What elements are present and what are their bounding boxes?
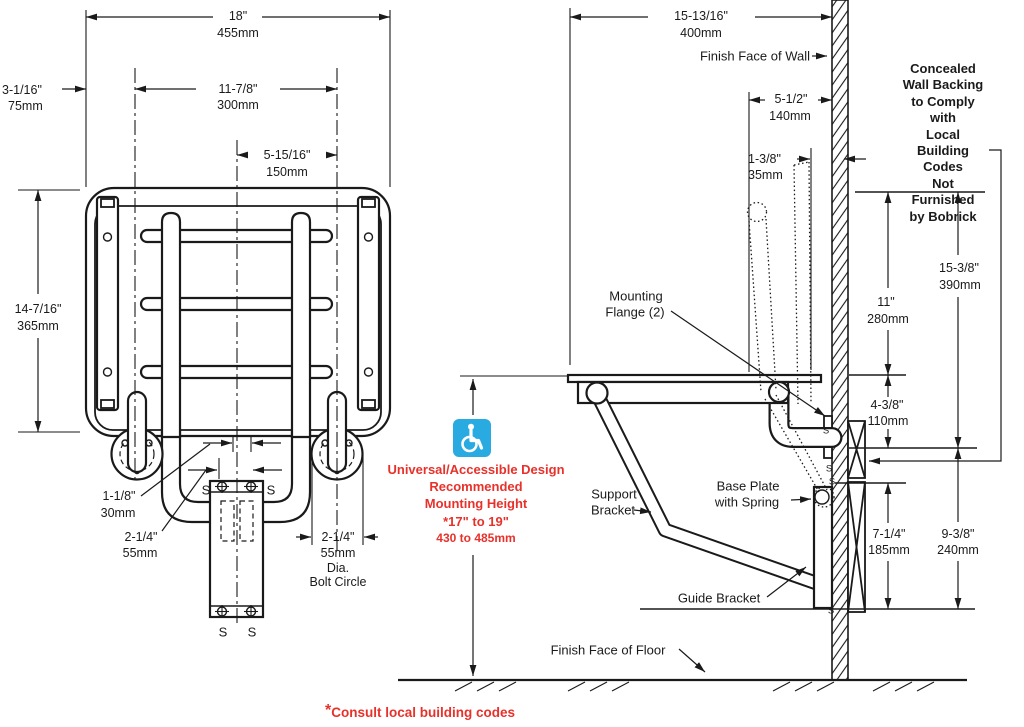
frame-tube xyxy=(290,211,312,439)
seat-frame-inner xyxy=(94,205,382,431)
mounting-flange-label: Flange (2) xyxy=(605,304,665,320)
dim-438-mm: 110mm xyxy=(867,413,909,428)
support-bracket-label: Support xyxy=(591,486,637,502)
dim-depth-inches: 15-13/16" xyxy=(674,8,728,23)
floor-hatch xyxy=(454,681,935,692)
leg-tube xyxy=(126,390,148,474)
dim-11-inches: 11" xyxy=(877,294,895,309)
frame-tube xyxy=(160,211,182,439)
dim-11-mm: 280mm xyxy=(867,311,909,326)
side-rail-left xyxy=(95,195,120,412)
accessible-note-line: 430 to 485mm xyxy=(436,530,516,545)
dim-half-span-inches: 5-15/16" xyxy=(263,147,311,162)
seat-profile-frame xyxy=(576,380,790,405)
dim-height-mm: 365mm xyxy=(17,318,59,333)
backing-note-line: by Bobrick xyxy=(909,208,977,224)
dim-bolt-circle: Bolt Circle xyxy=(309,574,367,589)
dim-bolt-dia: Dia. xyxy=(326,560,350,575)
finish-face-of-floor-label: Finish Face of Floor xyxy=(550,642,666,658)
dim-bolt-inches: 2-1/4" xyxy=(321,529,355,544)
dim-714-mm: 185mm xyxy=(868,542,910,557)
dim-bolt-mm: 55mm xyxy=(320,545,356,560)
dim-438-inches: 4-3/8" xyxy=(870,397,904,412)
screw-label: S xyxy=(822,425,830,437)
screw-label: S xyxy=(828,476,836,488)
dim-width-inches: 18" xyxy=(228,8,248,23)
dim-938-mm: 240mm xyxy=(937,542,979,557)
dim-1538-inches: 15-3/8" xyxy=(939,260,979,275)
wall-section xyxy=(831,0,849,681)
screw-symbol xyxy=(215,480,258,618)
dim-plate-mm: 55mm xyxy=(122,545,158,560)
dim-offset-mm: 75mm xyxy=(8,98,43,113)
dim-gap-mm: 30mm xyxy=(100,505,136,520)
support-bracket-label: Bracket xyxy=(590,502,636,518)
backing-note-line: Wall Backing xyxy=(902,77,984,93)
folded-position-outline xyxy=(746,161,828,493)
base-plate-with-spring xyxy=(812,485,835,610)
dim-depth-mm: 400mm xyxy=(680,25,722,40)
backing-note-line: to Comply with xyxy=(911,93,975,126)
dim-gap-inches: 1-1/8" xyxy=(102,488,136,503)
dim-folded-mm: 35mm xyxy=(748,167,783,182)
screw-label: S xyxy=(827,605,835,617)
dim-938-inches: 9-3/8" xyxy=(941,526,975,541)
base-plate-label: with Spring xyxy=(714,494,780,510)
screw-label: S xyxy=(266,482,276,498)
backing-note-line: Concealed xyxy=(910,61,976,76)
dim-span-mm: 300mm xyxy=(217,97,259,112)
screw-label: S xyxy=(218,624,228,640)
mounting-flange-label: Mounting xyxy=(609,288,663,304)
dim-1538-mm: 390mm xyxy=(939,277,981,292)
dim-flange-offset-inches: 5-1/2" xyxy=(774,91,808,106)
front-tube-end xyxy=(585,381,609,405)
dim-folded-inches: 1-3/8" xyxy=(748,151,781,166)
side-rail-right xyxy=(356,195,381,412)
front-view-drawing xyxy=(18,10,392,625)
dim-flange-offset-mm: 140mm xyxy=(769,108,811,123)
screw-label: S xyxy=(825,463,833,475)
backing-note-line: Local Building Codes xyxy=(917,126,969,175)
seat-frame-outer xyxy=(84,186,392,438)
guide-bracket-label: Guide Bracket xyxy=(677,590,761,606)
dim-plate-inches: 2-1/4" xyxy=(124,529,158,544)
consult-codes-footnote: *Consult local building codes xyxy=(325,702,515,720)
side-view-drawing xyxy=(398,0,1002,692)
dim-span-inches: 11-7/8" xyxy=(218,81,258,96)
screw-label: S xyxy=(247,624,257,640)
wheelchair-accessible-icon xyxy=(453,419,491,457)
accessible-design-note: Universal/Accessible Design Recommended … xyxy=(387,461,564,547)
accessible-note-line: Universal/Accessible Design xyxy=(387,462,565,477)
base-plate-label: Base Plate xyxy=(716,478,780,494)
backing-note-line: Not Furnished xyxy=(911,175,975,208)
concealed-backing xyxy=(847,420,866,613)
concealed-backing-note: Concealed Wall Backing to Comply with Lo… xyxy=(903,61,984,225)
dim-714-inches: 7-1/4" xyxy=(872,526,906,541)
footnote-text: Consult local building codes xyxy=(331,705,515,720)
finish-face-of-wall-label: Finish Face of Wall xyxy=(699,48,810,64)
screw-label: S xyxy=(201,482,211,498)
accessible-note-line: Recommended xyxy=(429,479,523,495)
dim-offset-inches: 3-1/16" xyxy=(2,82,42,97)
dim-height-inches: 14-7/16" xyxy=(14,301,62,316)
footnote-asterisk: * xyxy=(325,702,332,719)
accessible-note-line: *17" to 19" xyxy=(443,513,509,529)
dim-half-span-mm: 150mm xyxy=(266,164,308,179)
accessible-note-line: Mounting Height xyxy=(424,496,528,512)
dim-width-mm: 455mm xyxy=(217,25,259,40)
